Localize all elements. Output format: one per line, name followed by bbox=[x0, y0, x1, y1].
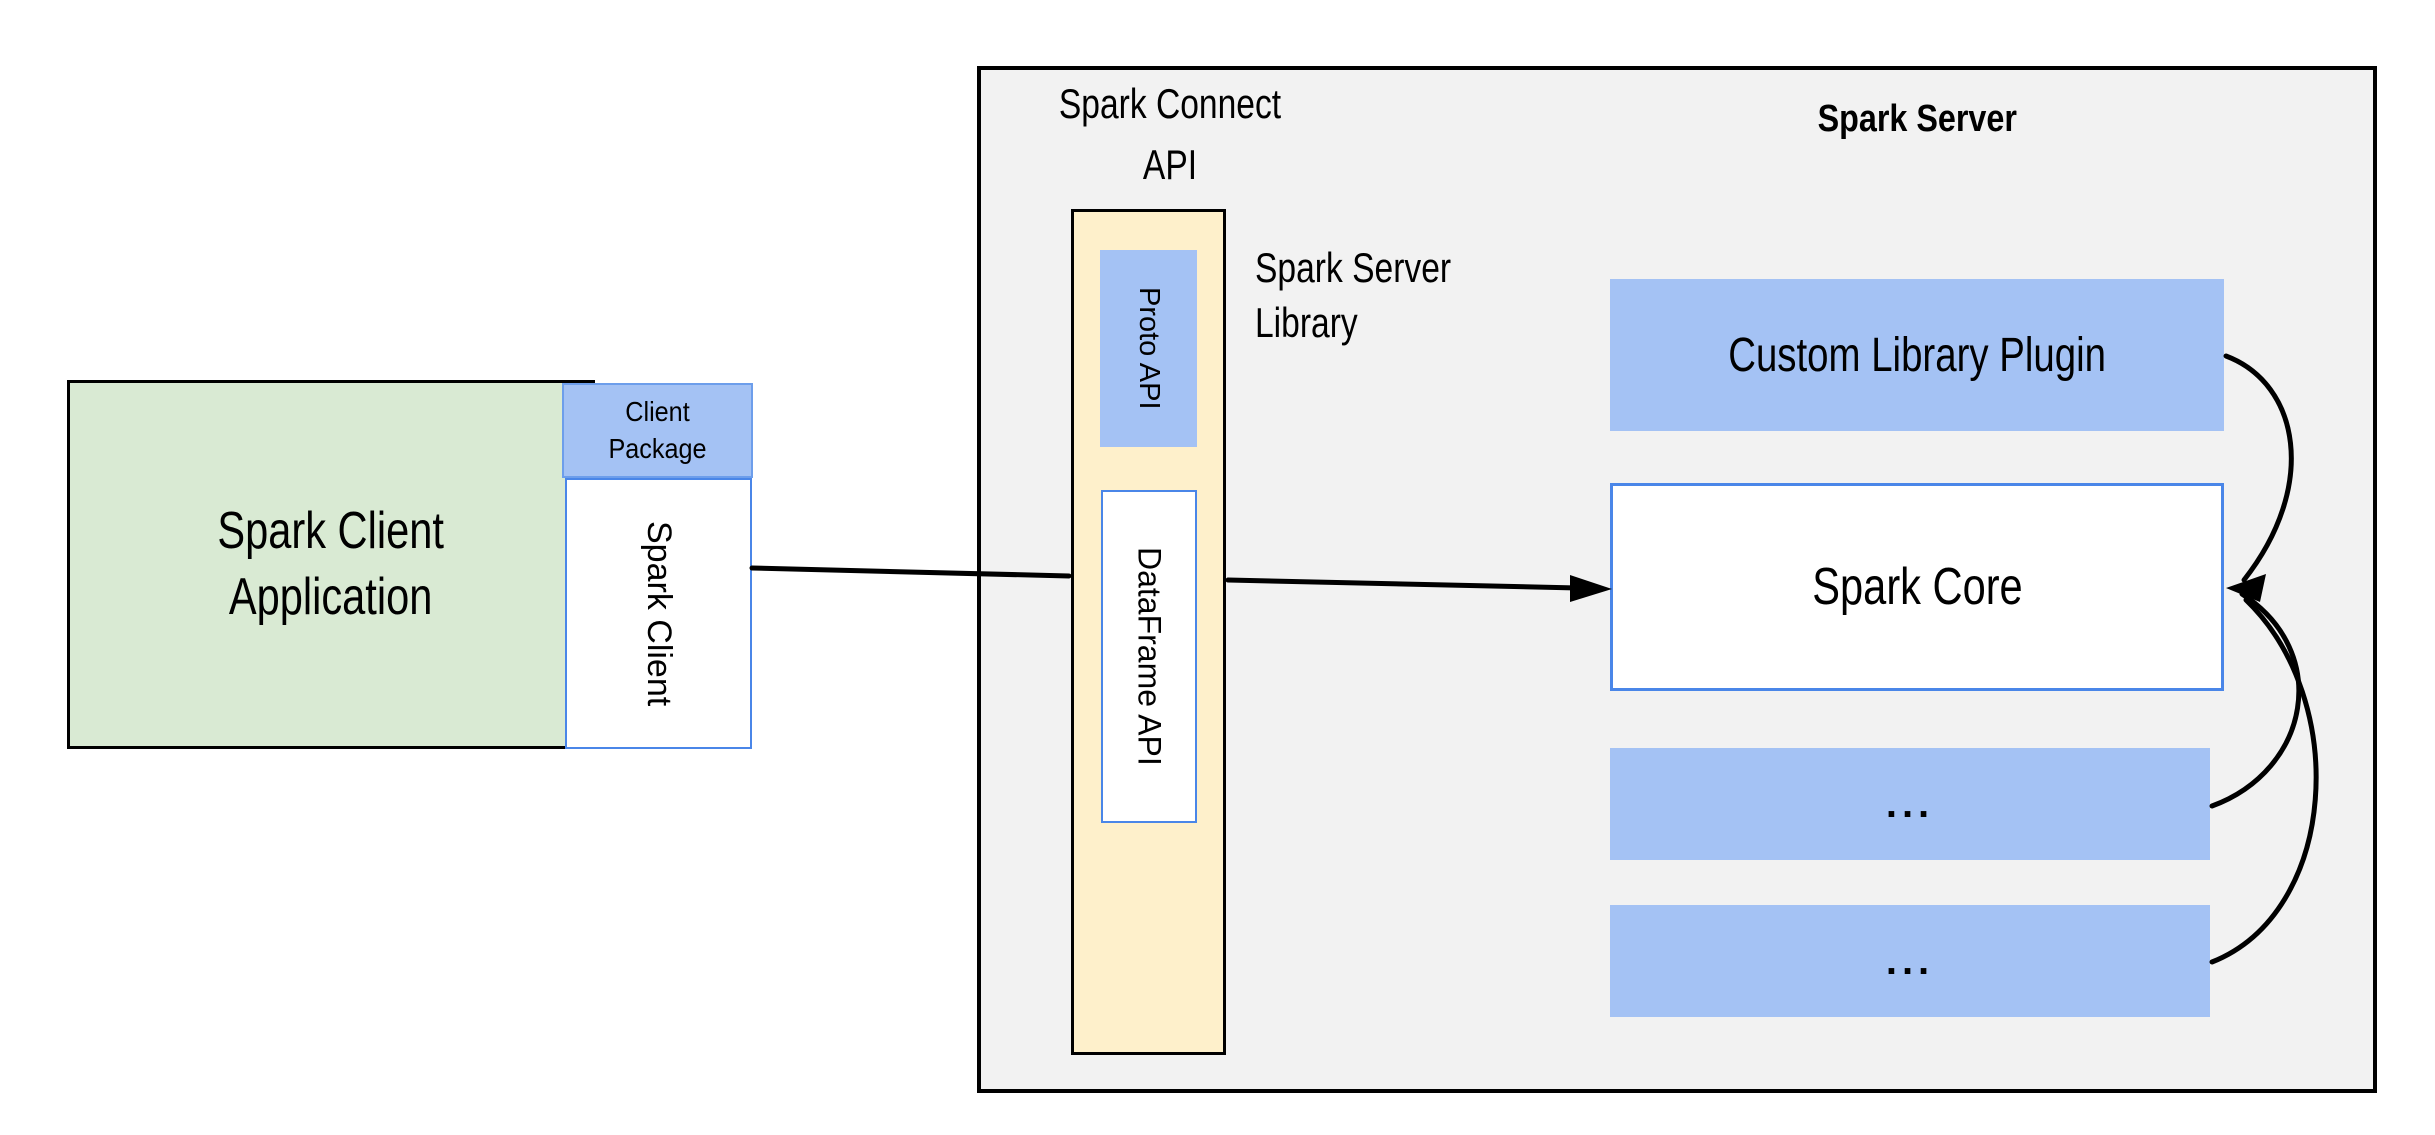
client-package-box: Client Package bbox=[562, 383, 753, 478]
spark-client-application-box: Spark Client Application bbox=[67, 380, 595, 749]
proto-api-label: Proto API bbox=[1133, 287, 1165, 410]
ellipsis-box-1: ... bbox=[1610, 748, 2210, 860]
client-package-label: Client Package bbox=[608, 396, 707, 464]
spark-connect-api-title: Spark Connect API bbox=[1058, 80, 1282, 188]
ellipsis-label-2: ... bbox=[1885, 939, 1935, 983]
spark-client-box: Spark Client bbox=[565, 478, 752, 749]
custom-library-plugin-box: Custom Library Plugin bbox=[1610, 279, 2224, 431]
ellipsis-label-1: ... bbox=[1885, 782, 1935, 826]
dataframe-api-label: DataFrame API bbox=[1131, 547, 1168, 766]
ellipsis-box-2: ... bbox=[1610, 905, 2210, 1017]
spark-core-label: Spark Core bbox=[1811, 558, 2023, 616]
dataframe-api-box: DataFrame API bbox=[1101, 490, 1197, 823]
spark-client-application-label: Spark Client Application bbox=[217, 501, 445, 626]
custom-library-plugin-label: Custom Library Plugin bbox=[1728, 328, 2106, 382]
spark-server-library-label: Spark Server Library bbox=[1255, 244, 1452, 347]
spark-client-label: Spark Client bbox=[640, 520, 678, 707]
spark-core-box: Spark Core bbox=[1610, 483, 2224, 691]
spark-server-title: Spark Server bbox=[1817, 98, 2017, 140]
proto-api-box: Proto API bbox=[1100, 250, 1197, 447]
